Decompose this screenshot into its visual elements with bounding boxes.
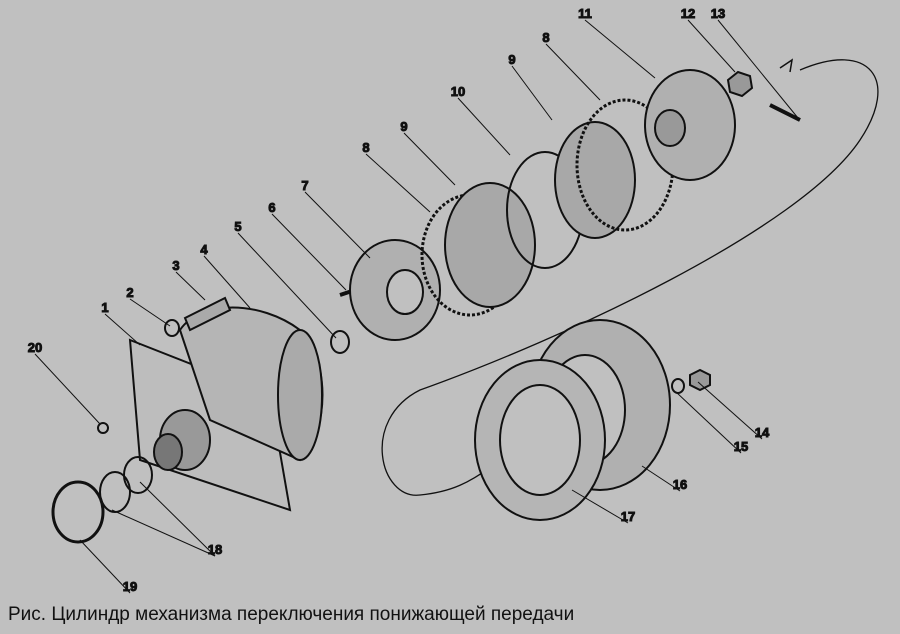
leader-line xyxy=(511,65,553,121)
callout-label: 9 xyxy=(508,52,515,67)
callout-label: 7 xyxy=(301,178,308,193)
figure-caption: Рис. Цилиндр механизма переключения пони… xyxy=(8,604,575,625)
washer-15 xyxy=(671,378,685,394)
o-ring-18a xyxy=(123,456,153,494)
leader-line xyxy=(687,19,736,73)
plug-20 xyxy=(97,422,109,434)
callout-label: 8 xyxy=(542,30,549,45)
callout-label: 12 xyxy=(681,6,695,21)
arrow-icon xyxy=(779,58,794,73)
leader-line xyxy=(175,271,206,301)
leader-line xyxy=(641,465,681,492)
leader-line xyxy=(271,213,347,291)
nut-14 xyxy=(689,368,711,392)
disc-9b xyxy=(554,121,636,239)
leader-line xyxy=(129,298,171,327)
cotter-pin-13 xyxy=(769,103,801,122)
leader-line xyxy=(584,19,656,79)
leader-line xyxy=(237,232,337,339)
leader-line xyxy=(365,153,431,213)
gasket-17 xyxy=(474,359,606,521)
callout-label: 2 xyxy=(126,285,133,300)
callout-label: 8 xyxy=(362,140,369,155)
callout-label: 5 xyxy=(234,219,241,234)
washer-2 xyxy=(164,319,180,337)
piston-7 xyxy=(349,239,441,341)
assembly-path xyxy=(381,59,879,496)
leader-line xyxy=(697,381,763,440)
callout-label: 3 xyxy=(172,258,179,273)
leader-line xyxy=(139,481,216,557)
leader-line xyxy=(34,353,101,425)
callout-label: 9 xyxy=(400,119,407,134)
callout-label: 1 xyxy=(101,300,108,315)
pressure-plate-11 xyxy=(644,69,736,181)
callout-label: 17 xyxy=(621,509,635,524)
leader-line xyxy=(571,489,629,524)
leader-line xyxy=(403,132,456,186)
callout-label: 4 xyxy=(200,242,208,257)
leader-line xyxy=(104,313,141,346)
leader-line xyxy=(111,509,216,557)
o-ring-18b xyxy=(99,471,131,513)
washer-5 xyxy=(330,330,350,354)
o-ring-19 xyxy=(51,480,105,544)
leader-line xyxy=(457,97,511,156)
leader-line xyxy=(203,255,251,309)
leader-line xyxy=(304,191,371,259)
callout-label: 11 xyxy=(578,6,592,21)
leader-line xyxy=(717,19,799,119)
bolt-3 xyxy=(183,296,232,332)
callout-label: 20 xyxy=(28,340,42,355)
callout-label: 6 xyxy=(268,200,275,215)
callout-label: 10 xyxy=(451,84,465,99)
leader-line xyxy=(675,391,742,454)
leader-line xyxy=(79,539,131,594)
disc-9a xyxy=(444,182,536,308)
callout-label: 15 xyxy=(734,439,748,454)
callout-label: 18 xyxy=(208,542,222,557)
nut-12 xyxy=(726,70,754,98)
callout-label: 19 xyxy=(123,579,137,594)
cylinder-housing xyxy=(128,306,324,512)
callout-label: 16 xyxy=(673,477,687,492)
callout-label: 14 xyxy=(755,425,770,440)
leader-line xyxy=(545,43,601,101)
callout-label: 13 xyxy=(711,6,725,21)
